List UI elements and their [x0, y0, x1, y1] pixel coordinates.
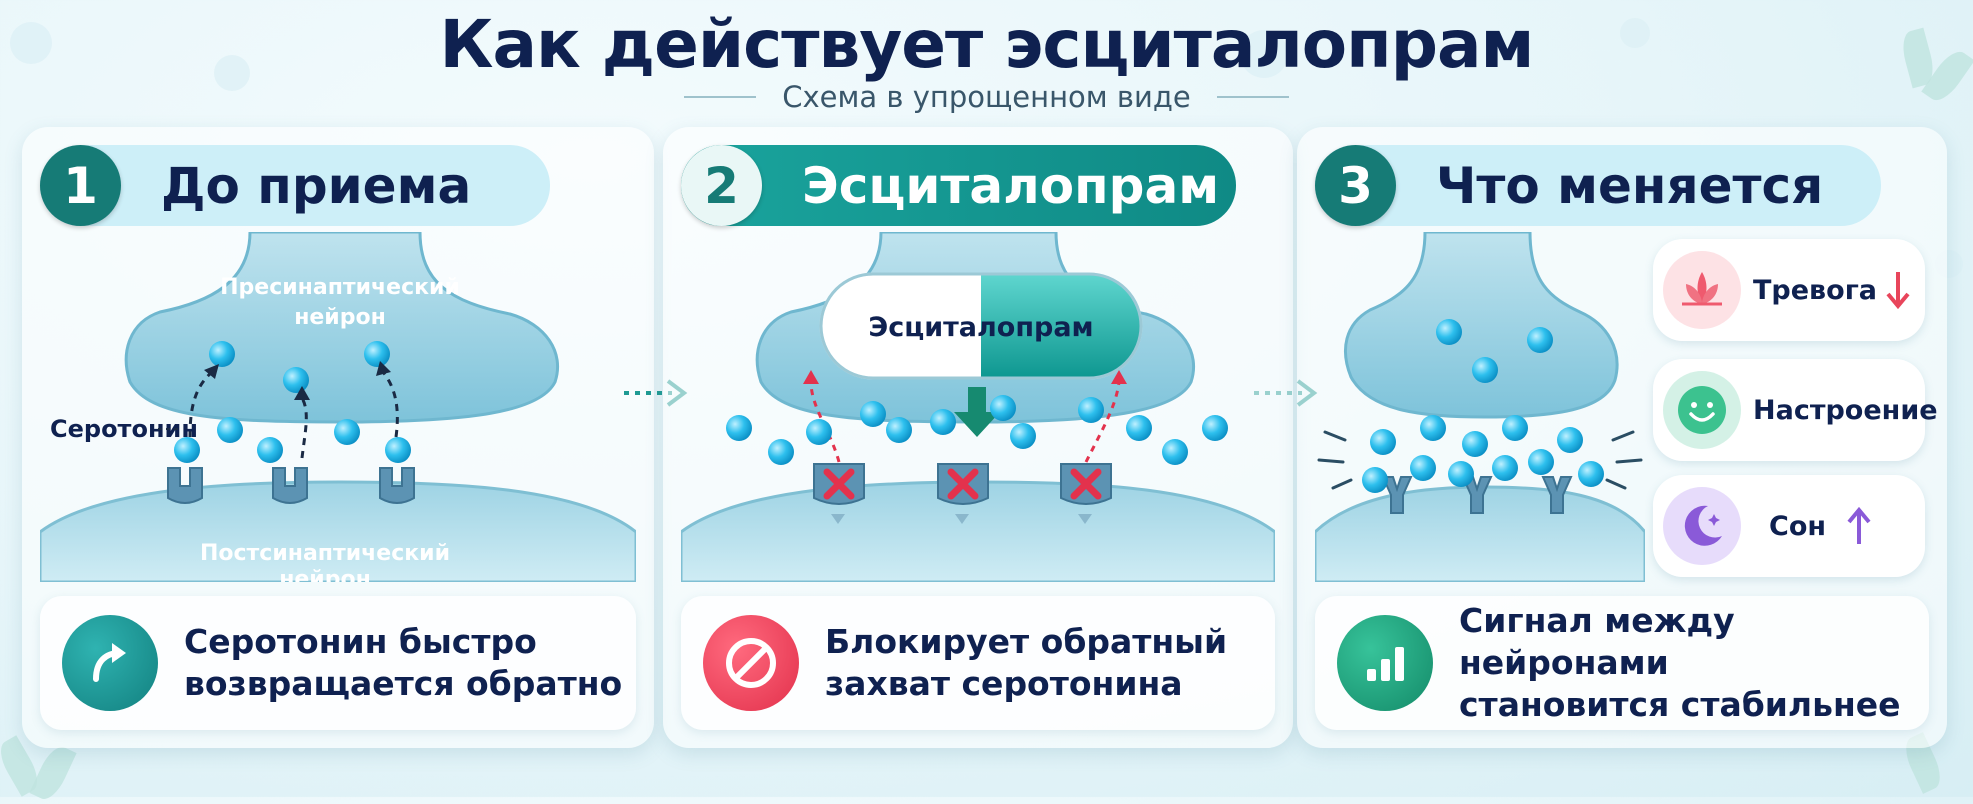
- receptor: [167, 467, 415, 504]
- signal-bars-icon: [1337, 615, 1433, 711]
- serotonin-molecules: [1362, 319, 1604, 493]
- receptor: [1381, 476, 1573, 514]
- summary-text: Серотонин быстро возвращается обратно: [184, 621, 622, 705]
- synapse-diagram-before: Пресинаптический нейрон Постсинаптически…: [40, 232, 636, 582]
- background-bubble: [1620, 18, 1650, 48]
- serotonin-molecules: [726, 395, 1228, 465]
- panel-title: Что меняется: [1436, 156, 1824, 215]
- return-arrow-icon: [62, 615, 158, 711]
- effect-label: Настроение: [1753, 394, 1938, 426]
- summary-card: Сигнал между нейронами становится стабил…: [1315, 596, 1929, 730]
- summary-card: Серотонин быстро возвращается обратно: [40, 596, 636, 730]
- signal-arrows: [831, 514, 1092, 524]
- moon-icon: [1663, 487, 1741, 565]
- subtitle-row: Схема в упрощенном виде: [0, 80, 1973, 114]
- panel-escitalopram: 2 Эсциталопрам Эсциталопрам: [663, 127, 1293, 748]
- presynaptic-label-2: нейрон: [294, 305, 386, 330]
- summary-line: Сигнал между нейронами: [1459, 600, 1735, 682]
- leaf-decoration: [29, 742, 77, 804]
- summary-line: захват серотонина: [825, 664, 1183, 703]
- synapse-diagram-after: [1315, 232, 1645, 582]
- panel-header: 2 Эсциталопрам: [681, 145, 1236, 226]
- block-x-icon: [823, 468, 1102, 500]
- step-number: 3: [1315, 145, 1396, 226]
- smile-icon: [1663, 371, 1741, 449]
- step-number: 2: [681, 145, 762, 226]
- effect-sleep: Сон: [1653, 475, 1925, 577]
- block-icon: [703, 615, 799, 711]
- serotonin-label: Серотонин: [50, 415, 198, 443]
- effect-mood: Настроение: [1653, 359, 1938, 461]
- step-number: 1: [40, 145, 121, 226]
- panel-title: Эсциталопрам: [802, 156, 1220, 215]
- panel-header: 1 До приема: [40, 145, 550, 226]
- postsynaptic-neuron: [681, 480, 1275, 582]
- effect-label: Тревога: [1753, 274, 1878, 306]
- summary-line: становится стабильнее: [1459, 685, 1901, 725]
- background-bubble: [214, 55, 250, 91]
- blocked-reuptake-arrows: [809, 381, 1121, 463]
- down-arrow-icon: [954, 387, 1000, 437]
- background-bubble: [1240, 30, 1288, 78]
- signal-burst: [1317, 430, 1643, 490]
- effect-label: Сон: [1769, 510, 1827, 542]
- effect-anxiety: Тревога: [1653, 239, 1925, 341]
- capsule-icon: [819, 272, 1143, 380]
- arrow-up-icon: [1847, 506, 1871, 544]
- page-title: Как действует эсциталопрам: [439, 6, 1535, 83]
- capsule-label: Эсциталопрам: [868, 312, 1093, 343]
- background-bubble: [10, 22, 52, 64]
- postsynaptic-neuron: [40, 480, 636, 582]
- presynaptic-label-1: Пресинаптический: [220, 275, 460, 300]
- summary-line: возвращается обратно: [184, 664, 623, 703]
- subtitle-rule-right: [1216, 96, 1289, 98]
- serotonin-molecules: [174, 341, 411, 463]
- panel-before: 1 До приема Пресинаптический нейрон Пост…: [22, 127, 654, 748]
- summary-card: Блокирует обратный захват серотонина: [681, 596, 1275, 730]
- blocked-reuptake-arrowheads: [803, 370, 1127, 384]
- presynaptic-neuron: [1344, 232, 1619, 419]
- postsynaptic-label-1: Постсинаптический: [200, 541, 450, 566]
- postsynaptic-label-2: нейрон: [279, 567, 371, 582]
- subtitle-rule-left: [684, 96, 757, 98]
- summary-text: Сигнал между нейронами становится стабил…: [1459, 600, 1929, 727]
- panel-header: 3 Что меняется: [1315, 145, 1881, 226]
- lotus-icon: [1663, 251, 1741, 329]
- reuptake-arrows: [188, 370, 399, 459]
- subtitle: Схема в упрощенном виде: [782, 80, 1191, 114]
- panel-title: До приема: [161, 156, 472, 215]
- synapse-diagram-blocked: Эсциталопрам: [681, 232, 1275, 582]
- reuptake-arrowheads: [204, 361, 391, 400]
- summary-line: Серотонин быстро: [184, 621, 537, 661]
- panel-what-changes: 3 Что меняется: [1297, 127, 1947, 748]
- arrow-down-icon: [1886, 272, 1910, 310]
- summary-text: Блокирует обратный захват серотонина: [825, 621, 1227, 705]
- summary-line: Блокирует обратный: [825, 621, 1228, 661]
